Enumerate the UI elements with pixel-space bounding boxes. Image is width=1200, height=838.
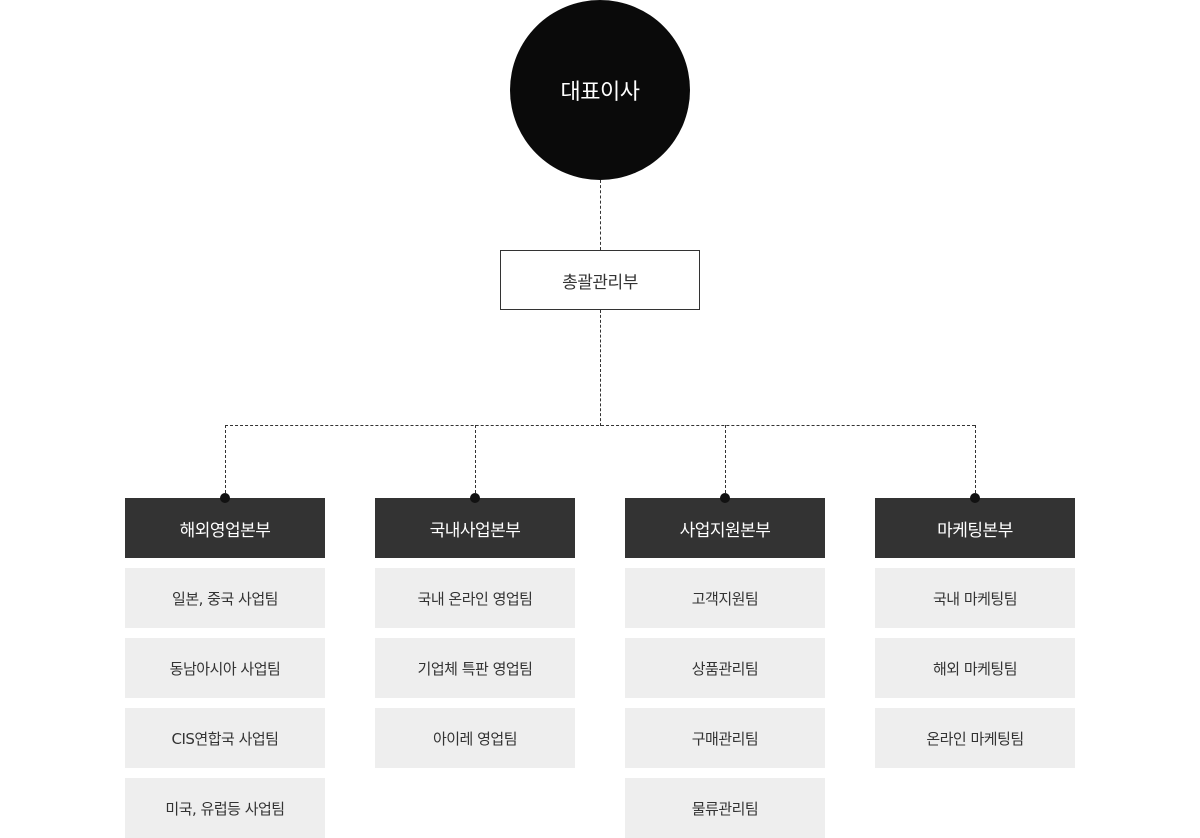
connector-branch-horizontal [225,425,975,426]
connector-dot [720,493,730,503]
general-management-node: 총괄관리부 [500,250,700,310]
connector-dot [220,493,230,503]
team-label: 아이레 영업팀 [432,729,518,748]
team-label: 상품관리팀 [691,659,759,678]
ceo-label: 대표이사 [560,80,640,105]
team-box: 일본, 중국 사업팀 [125,568,325,628]
team-label: 국내 온라인 영업팀 [417,589,533,608]
connector-dot [470,493,480,503]
team-box: 국내 마케팅팀 [875,568,1075,628]
team-box: 구매관리팀 [625,708,825,768]
team-box: 아이레 영업팀 [375,708,575,768]
team-label: 해외 마케팅팀 [932,659,1018,678]
team-box: 온라인 마케팅팀 [875,708,1075,768]
connector-division-1 [225,425,226,498]
team-label: 고객지원팀 [691,589,759,608]
team-box: 기업체 특판 영업팀 [375,638,575,698]
division-label: 해외영업본부 [179,520,271,541]
team-label: 미국, 유럽등 사업팀 [165,799,285,818]
team-box: 해외 마케팅팀 [875,638,1075,698]
team-box: 국내 온라인 영업팀 [375,568,575,628]
team-label: 물류관리팀 [691,799,759,818]
team-label: 국내 마케팅팀 [932,589,1018,608]
team-label: 구매관리팀 [691,729,759,748]
team-label: 일본, 중국 사업팀 [172,589,278,608]
connector-division-2 [475,425,476,498]
team-box: 상품관리팀 [625,638,825,698]
connector-division-4 [975,425,976,498]
division-head: 해외영업본부 [125,498,325,558]
team-label: CIS연합국 사업팀 [171,729,280,748]
team-box: 미국, 유럽등 사업팀 [125,778,325,838]
division-overseas-sales: 해외영업본부 일본, 중국 사업팀 동남아시아 사업팀 CIS연합국 사업팀 미… [125,493,325,838]
team-box: 동남아시아 사업팀 [125,638,325,698]
division-label: 국내사업본부 [429,520,521,541]
connector-division-3 [725,425,726,498]
connector-ceo-general [600,180,601,250]
team-label: 동남아시아 사업팀 [169,659,281,678]
team-box: CIS연합국 사업팀 [125,708,325,768]
team-box: 물류관리팀 [625,778,825,838]
division-label: 사업지원본부 [679,520,771,541]
connector-dot [970,493,980,503]
ceo-node: 대표이사 [510,0,690,180]
division-marketing: 마케팅본부 국내 마케팅팀 해외 마케팅팀 온라인 마케팅팀 [875,493,1075,768]
connector-general-branch [600,310,601,426]
division-head: 마케팅본부 [875,498,1075,558]
division-business-support: 사업지원본부 고객지원팀 상품관리팀 구매관리팀 물류관리팀 [625,493,825,838]
division-head: 국내사업본부 [375,498,575,558]
team-label: 온라인 마케팅팀 [926,729,1024,748]
team-box: 고객지원팀 [625,568,825,628]
division-head: 사업지원본부 [625,498,825,558]
division-label: 마케팅본부 [937,520,1013,541]
general-management-label: 총괄관리부 [562,272,638,293]
division-domestic-business: 국내사업본부 국내 온라인 영업팀 기업체 특판 영업팀 아이레 영업팀 [375,493,575,768]
team-label: 기업체 특판 영업팀 [417,659,533,678]
